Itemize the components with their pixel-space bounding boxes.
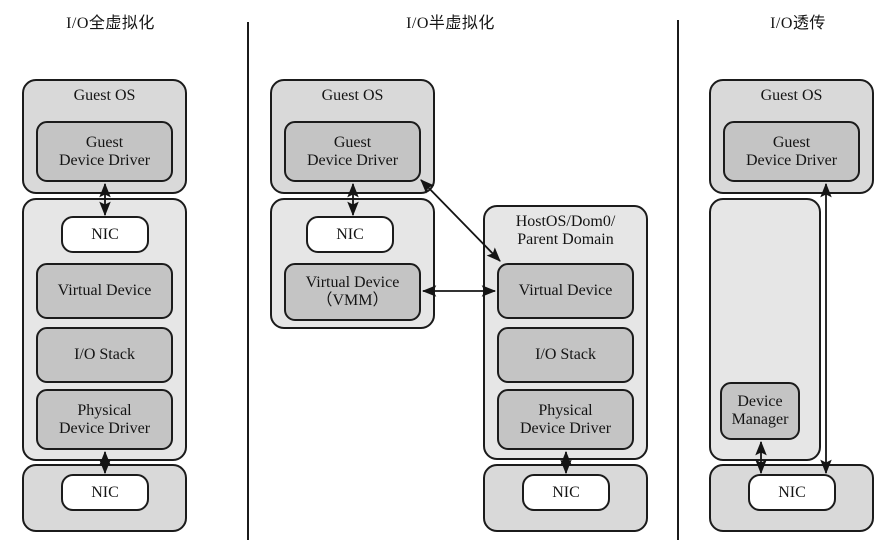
- para-virtualization-nic-hardware-box: NIC: [522, 474, 610, 511]
- para-virtualization-io-stack-box: I/O Stack: [497, 327, 634, 383]
- full-virtualization-physical-device-driver-box: Physical Device Driver: [36, 389, 173, 450]
- divider-left: [247, 22, 249, 540]
- para-virtualization-nic-hardware-box-label: NIC: [552, 483, 580, 501]
- full-virtualization-guest-device-driver-box-label: Guest Device Driver: [58, 133, 151, 169]
- full-virtualization-io-stack-box: I/O Stack: [36, 327, 173, 383]
- full-virtualization-nic-upper-box: NIC: [61, 216, 149, 253]
- io-passthrough-device-manager-box: Device Manager: [720, 382, 800, 440]
- io-passthrough-device-manager-box-label: Device Manager: [731, 393, 789, 428]
- para-virtualization-physical-device-driver-box-label: Physical Device Driver: [519, 401, 612, 437]
- io-passthrough-guest-device-driver-box-label: Guest Device Driver: [745, 133, 838, 169]
- column-title-full-virtualization: I/O全虚拟化: [66, 15, 155, 32]
- divider-right: [677, 20, 679, 540]
- para-virtualization-guest-device-driver-box-label: Guest Device Driver: [306, 133, 399, 169]
- full-virtualization-guest-device-driver-box: Guest Device Driver: [36, 121, 173, 182]
- para-virtualization-virtual-device-vmm-box-label: Virtual Device （VMM）: [305, 274, 400, 309]
- para-virtualization-nic-guest-box: NIC: [306, 216, 394, 253]
- para-virtualization-virtual-device-vmm-box: Virtual Device （VMM）: [284, 263, 421, 321]
- para-virtualization-guest-device-driver-box: Guest Device Driver: [284, 121, 421, 182]
- full-virtualization-io-stack-box-label: I/O Stack: [74, 346, 135, 364]
- io-passthrough-guest-os-box-label: Guest OS: [760, 87, 823, 104]
- io-passthrough-nic-box: NIC: [748, 474, 836, 511]
- para-virtualization-virtual-device-host-box-label: Virtual Device: [518, 282, 613, 300]
- column-title-io-passthrough: I/O透传: [770, 15, 826, 32]
- para-virtualization-virtual-device-host-box: Virtual Device: [497, 263, 634, 319]
- full-virtualization-virtual-device-box: Virtual Device: [36, 263, 173, 319]
- para-virtualization-guest-os-box-label: Guest OS: [321, 87, 384, 104]
- para-virtualization-host-os-box-label: HostOS/Dom0/ Parent Domain: [515, 213, 616, 248]
- full-virtualization-guest-os-box-label: Guest OS: [73, 87, 136, 104]
- full-virtualization-nic-upper-box-label: NIC: [91, 225, 119, 243]
- full-virtualization-virtual-device-box-label: Virtual Device: [57, 282, 152, 300]
- full-virtualization-nic-lower-box-label: NIC: [91, 483, 119, 501]
- para-virtualization-nic-guest-box-label: NIC: [336, 225, 364, 243]
- io-passthrough-nic-box-label: NIC: [778, 483, 806, 501]
- column-title-para-virtualization: I/O半虚拟化: [406, 15, 495, 32]
- full-virtualization-physical-device-driver-box-label: Physical Device Driver: [58, 401, 151, 437]
- para-virtualization-physical-device-driver-box: Physical Device Driver: [497, 389, 634, 450]
- para-virtualization-io-stack-box-label: I/O Stack: [535, 346, 596, 364]
- io-passthrough-guest-device-driver-box: Guest Device Driver: [723, 121, 860, 182]
- full-virtualization-nic-lower-box: NIC: [61, 474, 149, 511]
